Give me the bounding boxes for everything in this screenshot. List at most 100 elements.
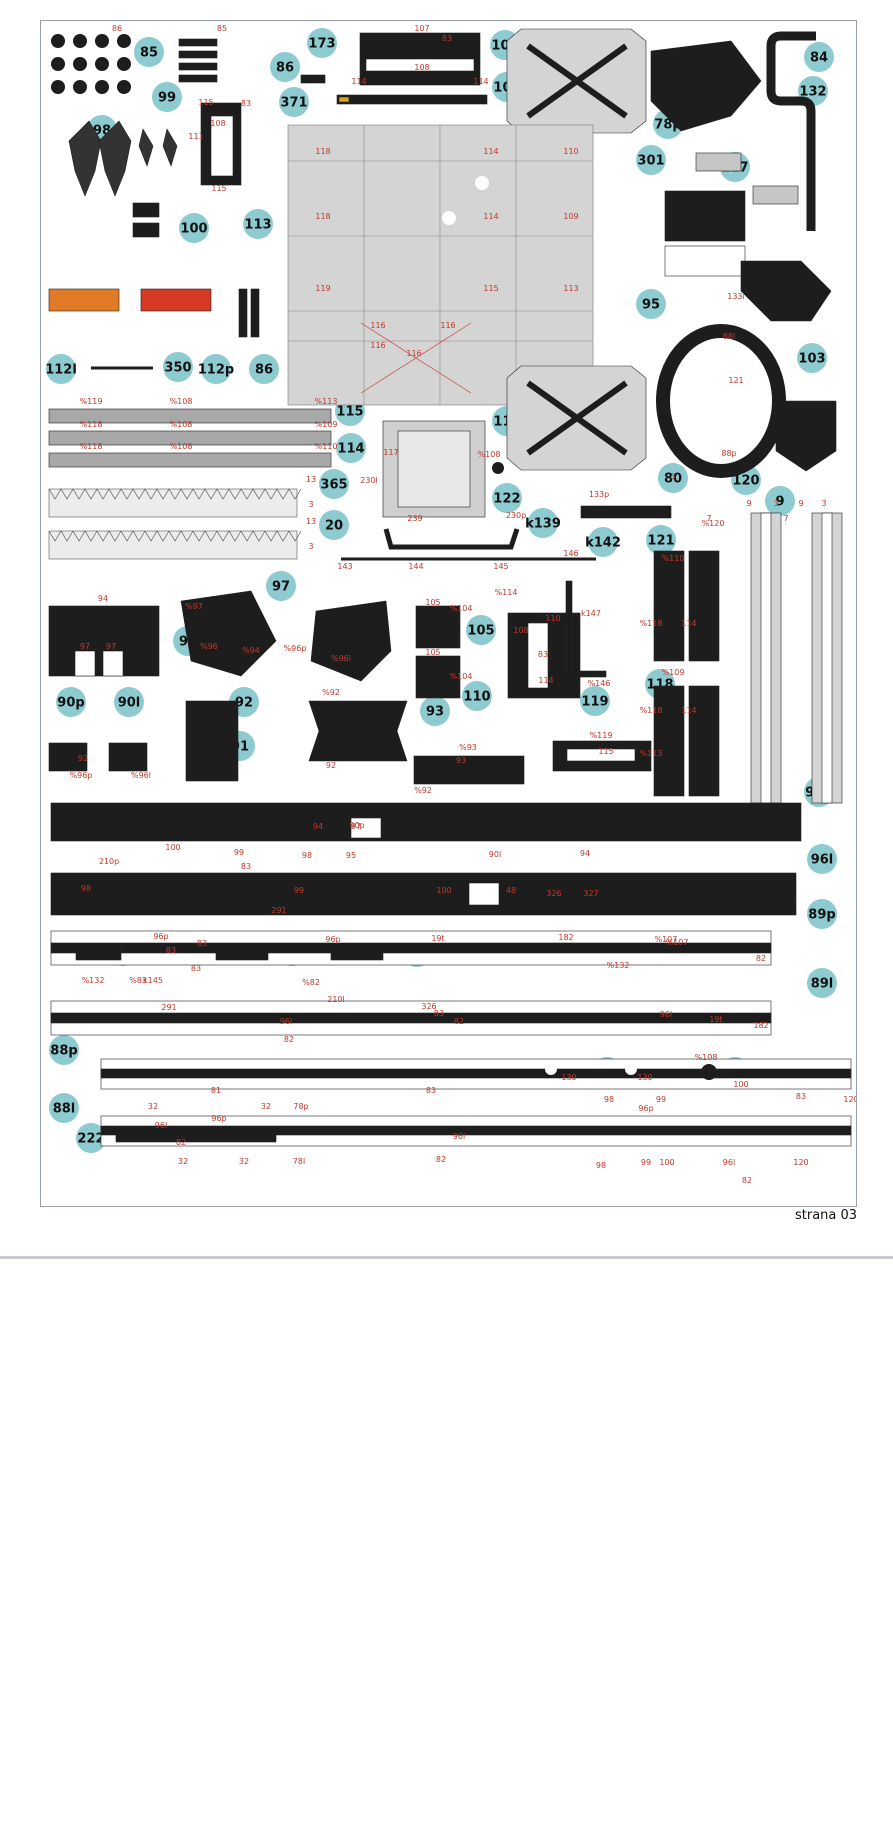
part-label: 98 <box>81 884 91 893</box>
callout-number: 100 <box>180 222 207 237</box>
callout-number: 85 <box>140 46 158 61</box>
callout-bubble <box>249 354 279 384</box>
callout-bubble <box>646 525 676 555</box>
callout-number: 222 <box>77 1132 104 1147</box>
callout-bubble <box>528 508 558 538</box>
part-122 <box>492 462 504 474</box>
part-86 <box>238 288 248 338</box>
part-label: %120 <box>702 519 725 528</box>
side-96l <box>50 872 797 916</box>
zigzag-rail <box>48 488 298 518</box>
part-label: 13 <box>306 517 316 526</box>
part-label: 83 <box>241 99 251 108</box>
part-label: 210l <box>327 995 345 1004</box>
dot-part <box>73 34 87 48</box>
part-label: 114 <box>473 77 488 86</box>
callout-number: 9 <box>775 495 784 510</box>
part-label: 130 <box>637 1073 652 1082</box>
part-label: 32 <box>148 1102 158 1111</box>
part-label: 108 <box>414 63 429 72</box>
callout-number: 90l <box>118 696 141 711</box>
part-label: %92 <box>414 786 432 795</box>
part-9-strip <box>760 512 772 804</box>
dot-part <box>73 57 87 71</box>
callout-number: 103 <box>798 352 825 367</box>
part-99b <box>162 128 178 167</box>
part-label: 82 <box>284 1035 294 1044</box>
part-label: 116 <box>440 321 455 330</box>
part-label: 115 <box>211 184 226 193</box>
part-label: 96p <box>153 932 168 941</box>
dot-part <box>95 34 109 48</box>
part-label: 182 <box>558 933 573 942</box>
side-96p <box>50 802 802 842</box>
part-label: 82 <box>454 1017 464 1026</box>
callout-bubble <box>56 687 86 717</box>
part-label: 78l <box>293 1157 305 1166</box>
part-label: 108 <box>513 626 528 635</box>
part-label: 32 <box>239 1157 249 1166</box>
part-label: 83 <box>197 939 207 948</box>
callout-bubble <box>201 354 231 384</box>
part-label: 96p <box>638 1104 653 1113</box>
part-label: %107 <box>655 935 678 944</box>
callout-number: 132 <box>799 85 826 100</box>
part-label: 114 <box>681 706 696 715</box>
part-label: 114 <box>681 619 696 628</box>
part-label: 116 <box>406 349 421 358</box>
part-label: %96l <box>331 654 351 663</box>
dot-part <box>51 80 65 94</box>
callout-number: 105 <box>467 624 494 639</box>
callout-number: 80 <box>664 472 682 487</box>
strip-88-band <box>100 1125 852 1136</box>
callout-number: 301 <box>637 154 664 169</box>
part-label: 99 <box>294 886 304 895</box>
dot-part <box>95 57 109 71</box>
part-9-strip <box>821 512 833 804</box>
part-173 <box>300 74 326 84</box>
part-114 <box>688 685 720 797</box>
part-label: %94 <box>242 646 260 655</box>
part-label: 109 <box>563 212 578 221</box>
callout-bubble <box>307 28 337 58</box>
page-separator <box>0 1256 893 1259</box>
rail-part <box>48 452 332 468</box>
part-97-right <box>310 600 392 682</box>
dot-part <box>51 57 65 71</box>
callout-bubble <box>179 213 209 243</box>
callout-bubble <box>243 209 273 239</box>
part-label: %114 <box>495 588 518 597</box>
part-301 <box>695 152 742 172</box>
callout-number: 89p <box>808 908 835 923</box>
callout-bubble <box>765 486 795 516</box>
callout-bubble <box>636 289 666 319</box>
part-label: %146 <box>588 679 611 688</box>
part-label: 82 <box>176 1138 186 1147</box>
part-label: 96l <box>723 1158 735 1167</box>
part-label: 85 <box>217 24 227 33</box>
panel-hole <box>442 211 456 225</box>
rail-part <box>48 430 332 446</box>
part-label: 7 <box>783 514 788 523</box>
part-label: %96p <box>70 771 93 780</box>
part-label: 114 <box>351 77 366 86</box>
callout-bubble <box>336 433 366 463</box>
callout-number: 122 <box>493 492 520 507</box>
part-label: 145 <box>493 562 508 571</box>
part-label: 19t <box>709 1015 722 1024</box>
part-label: %83 <box>129 976 147 985</box>
part-label: 291 <box>271 906 286 915</box>
callout-bubble <box>319 510 349 540</box>
callout-number: 96l <box>811 853 834 868</box>
callout-number: 99 <box>158 91 176 106</box>
part-117 <box>752 185 799 205</box>
part-label: %113 <box>640 749 663 758</box>
part-label: %96 <box>200 642 218 651</box>
part-label: 94 <box>98 594 108 603</box>
part-label: %132 <box>82 976 105 985</box>
callout-bubble <box>270 52 300 82</box>
pin-part <box>178 74 218 83</box>
part-label: 82 <box>742 1176 752 1185</box>
part-110-window <box>527 622 549 689</box>
part-label: 19t <box>431 934 444 943</box>
